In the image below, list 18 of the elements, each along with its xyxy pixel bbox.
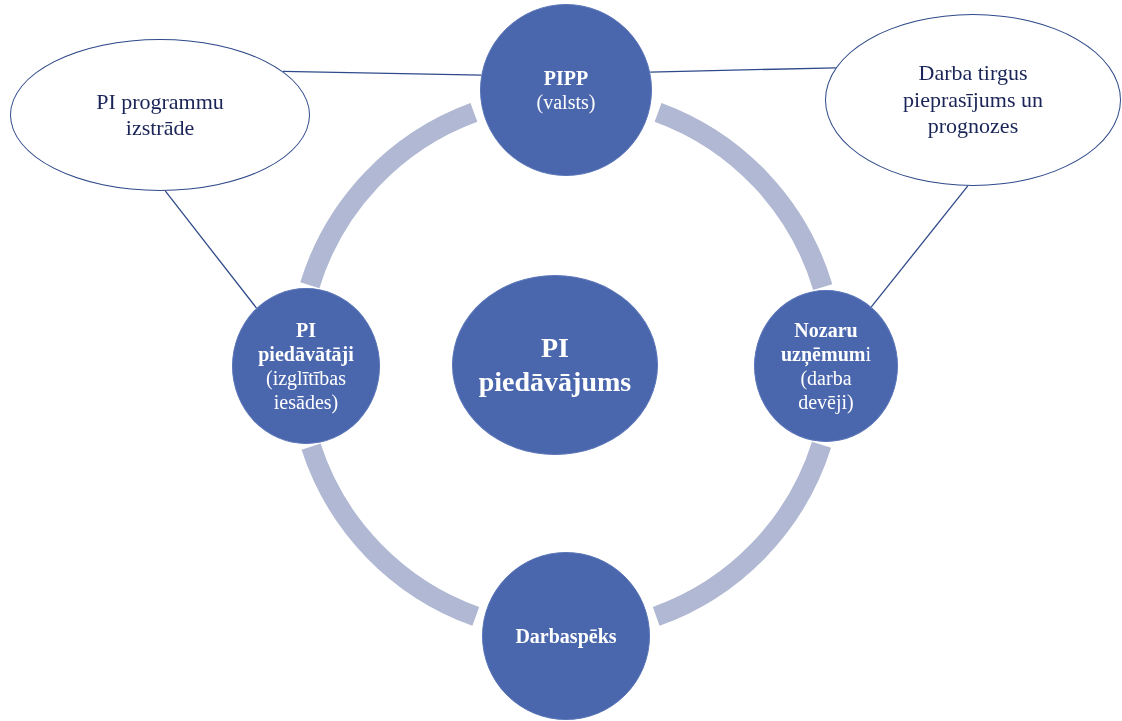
node-subtitle: (darba devēji): [797, 367, 855, 414]
node-title: PI piedāvātāji: [257, 318, 355, 366]
node-subtitle: (valsts): [536, 90, 596, 114]
node-title: PI programmu izstrāde: [95, 88, 225, 142]
node-title: PIPP: [543, 66, 589, 90]
node-subtitle: (izglītības iesādes): [265, 366, 347, 414]
ring-arc: [652, 441, 831, 626]
connector-line: [282, 70, 482, 76]
connector-line: [164, 190, 258, 309]
node-title: Nozaru uzņēmumi: [780, 318, 872, 366]
node-title: Darba tirgus pieprasījums un prognozes: [902, 60, 1044, 140]
node-title: Darbaspēks: [515, 624, 617, 648]
ring-arc: [301, 443, 480, 626]
connector-line: [649, 67, 837, 73]
ring-arc: [300, 103, 478, 289]
ring-arc: [654, 103, 833, 291]
node-title: PI piedāvājums: [477, 331, 633, 399]
connector-line: [870, 185, 969, 308]
